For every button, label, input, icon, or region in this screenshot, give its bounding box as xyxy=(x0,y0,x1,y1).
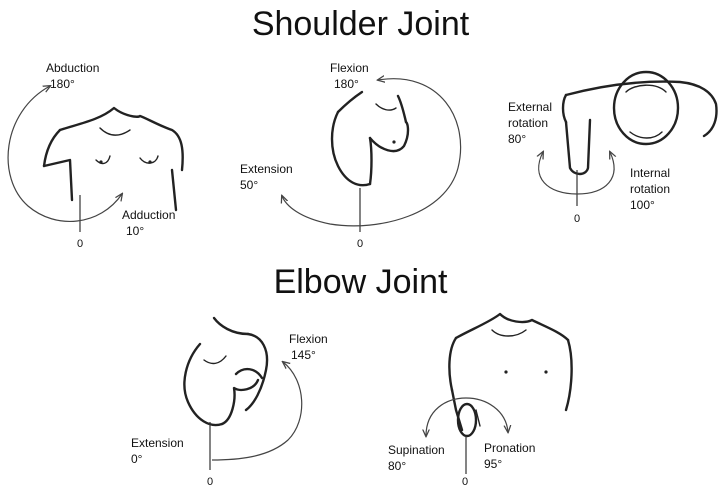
shoulder-flexion-zero-label: 0 xyxy=(357,238,363,250)
arm-side-sketch xyxy=(184,318,267,425)
abduction-arc-arrow xyxy=(8,86,122,221)
torso-front-sketch xyxy=(44,108,183,210)
supination-name: Supination xyxy=(388,442,445,458)
internal-rotation-value: 100° xyxy=(630,197,670,213)
elbow-flexion-figure xyxy=(184,318,301,470)
external-rotation-line1: External xyxy=(508,99,552,115)
elbow-flexion-zero-label: 0 xyxy=(207,476,213,488)
shoulder-flexion-name: Flexion xyxy=(330,60,369,76)
internal-rotation-line1: Internal xyxy=(630,165,670,181)
torso-front-arm-sketch xyxy=(449,314,571,436)
elbow-flexion-label: Flexion 145° xyxy=(289,331,328,363)
elbow-extension-value: 0° xyxy=(131,451,184,467)
supination-value: 80° xyxy=(388,458,445,474)
elbow-flexion-arc-arrow xyxy=(212,362,302,460)
internal-rotation-label: Internal rotation 100° xyxy=(630,165,670,213)
shoulder-flexion-value: 180° xyxy=(330,76,369,92)
elbow-extension-name: Extension xyxy=(131,435,184,451)
shoulder-flexion-figure xyxy=(282,79,461,232)
elbow-flexion-value: 145° xyxy=(289,347,328,363)
internal-rotation-line2: rotation xyxy=(630,181,670,197)
abduction-zero-label: 0 xyxy=(77,238,83,250)
shoulder-extension-name: Extension xyxy=(240,161,293,177)
adduction-name: Adduction xyxy=(122,207,175,223)
shoulder-rotation-figure xyxy=(539,72,717,206)
abduction-label: Abduction 180° xyxy=(46,60,99,92)
adduction-label: Adduction 10° xyxy=(122,207,175,239)
external-rotation-value: 80° xyxy=(508,131,552,147)
pronation-label: Pronation 95° xyxy=(484,440,535,472)
external-rotation-line2: rotation xyxy=(508,115,552,131)
external-rotation-label: External rotation 80° xyxy=(508,99,552,147)
abduction-value: 180° xyxy=(46,76,99,92)
pronation-name: Pronation xyxy=(484,440,535,456)
abduction-name: Abduction xyxy=(46,60,99,76)
shoulder-extension-label: Extension 50° xyxy=(240,161,293,193)
torso-top-view-sketch xyxy=(563,72,717,174)
elbow-extension-label: Extension 0° xyxy=(131,435,184,467)
shoulder-flexion-label: Flexion 180° xyxy=(330,60,369,92)
elbow-rotation-zero-label: 0 xyxy=(462,476,468,488)
supination-label: Supination 80° xyxy=(388,442,445,474)
pronation-value: 95° xyxy=(484,456,535,472)
shoulder-extension-value: 50° xyxy=(240,177,293,193)
torso-side-sketch xyxy=(332,92,408,185)
shoulder-rotation-zero-label: 0 xyxy=(574,213,580,225)
elbow-flexion-name: Flexion xyxy=(289,331,328,347)
adduction-value: 10° xyxy=(122,223,175,239)
